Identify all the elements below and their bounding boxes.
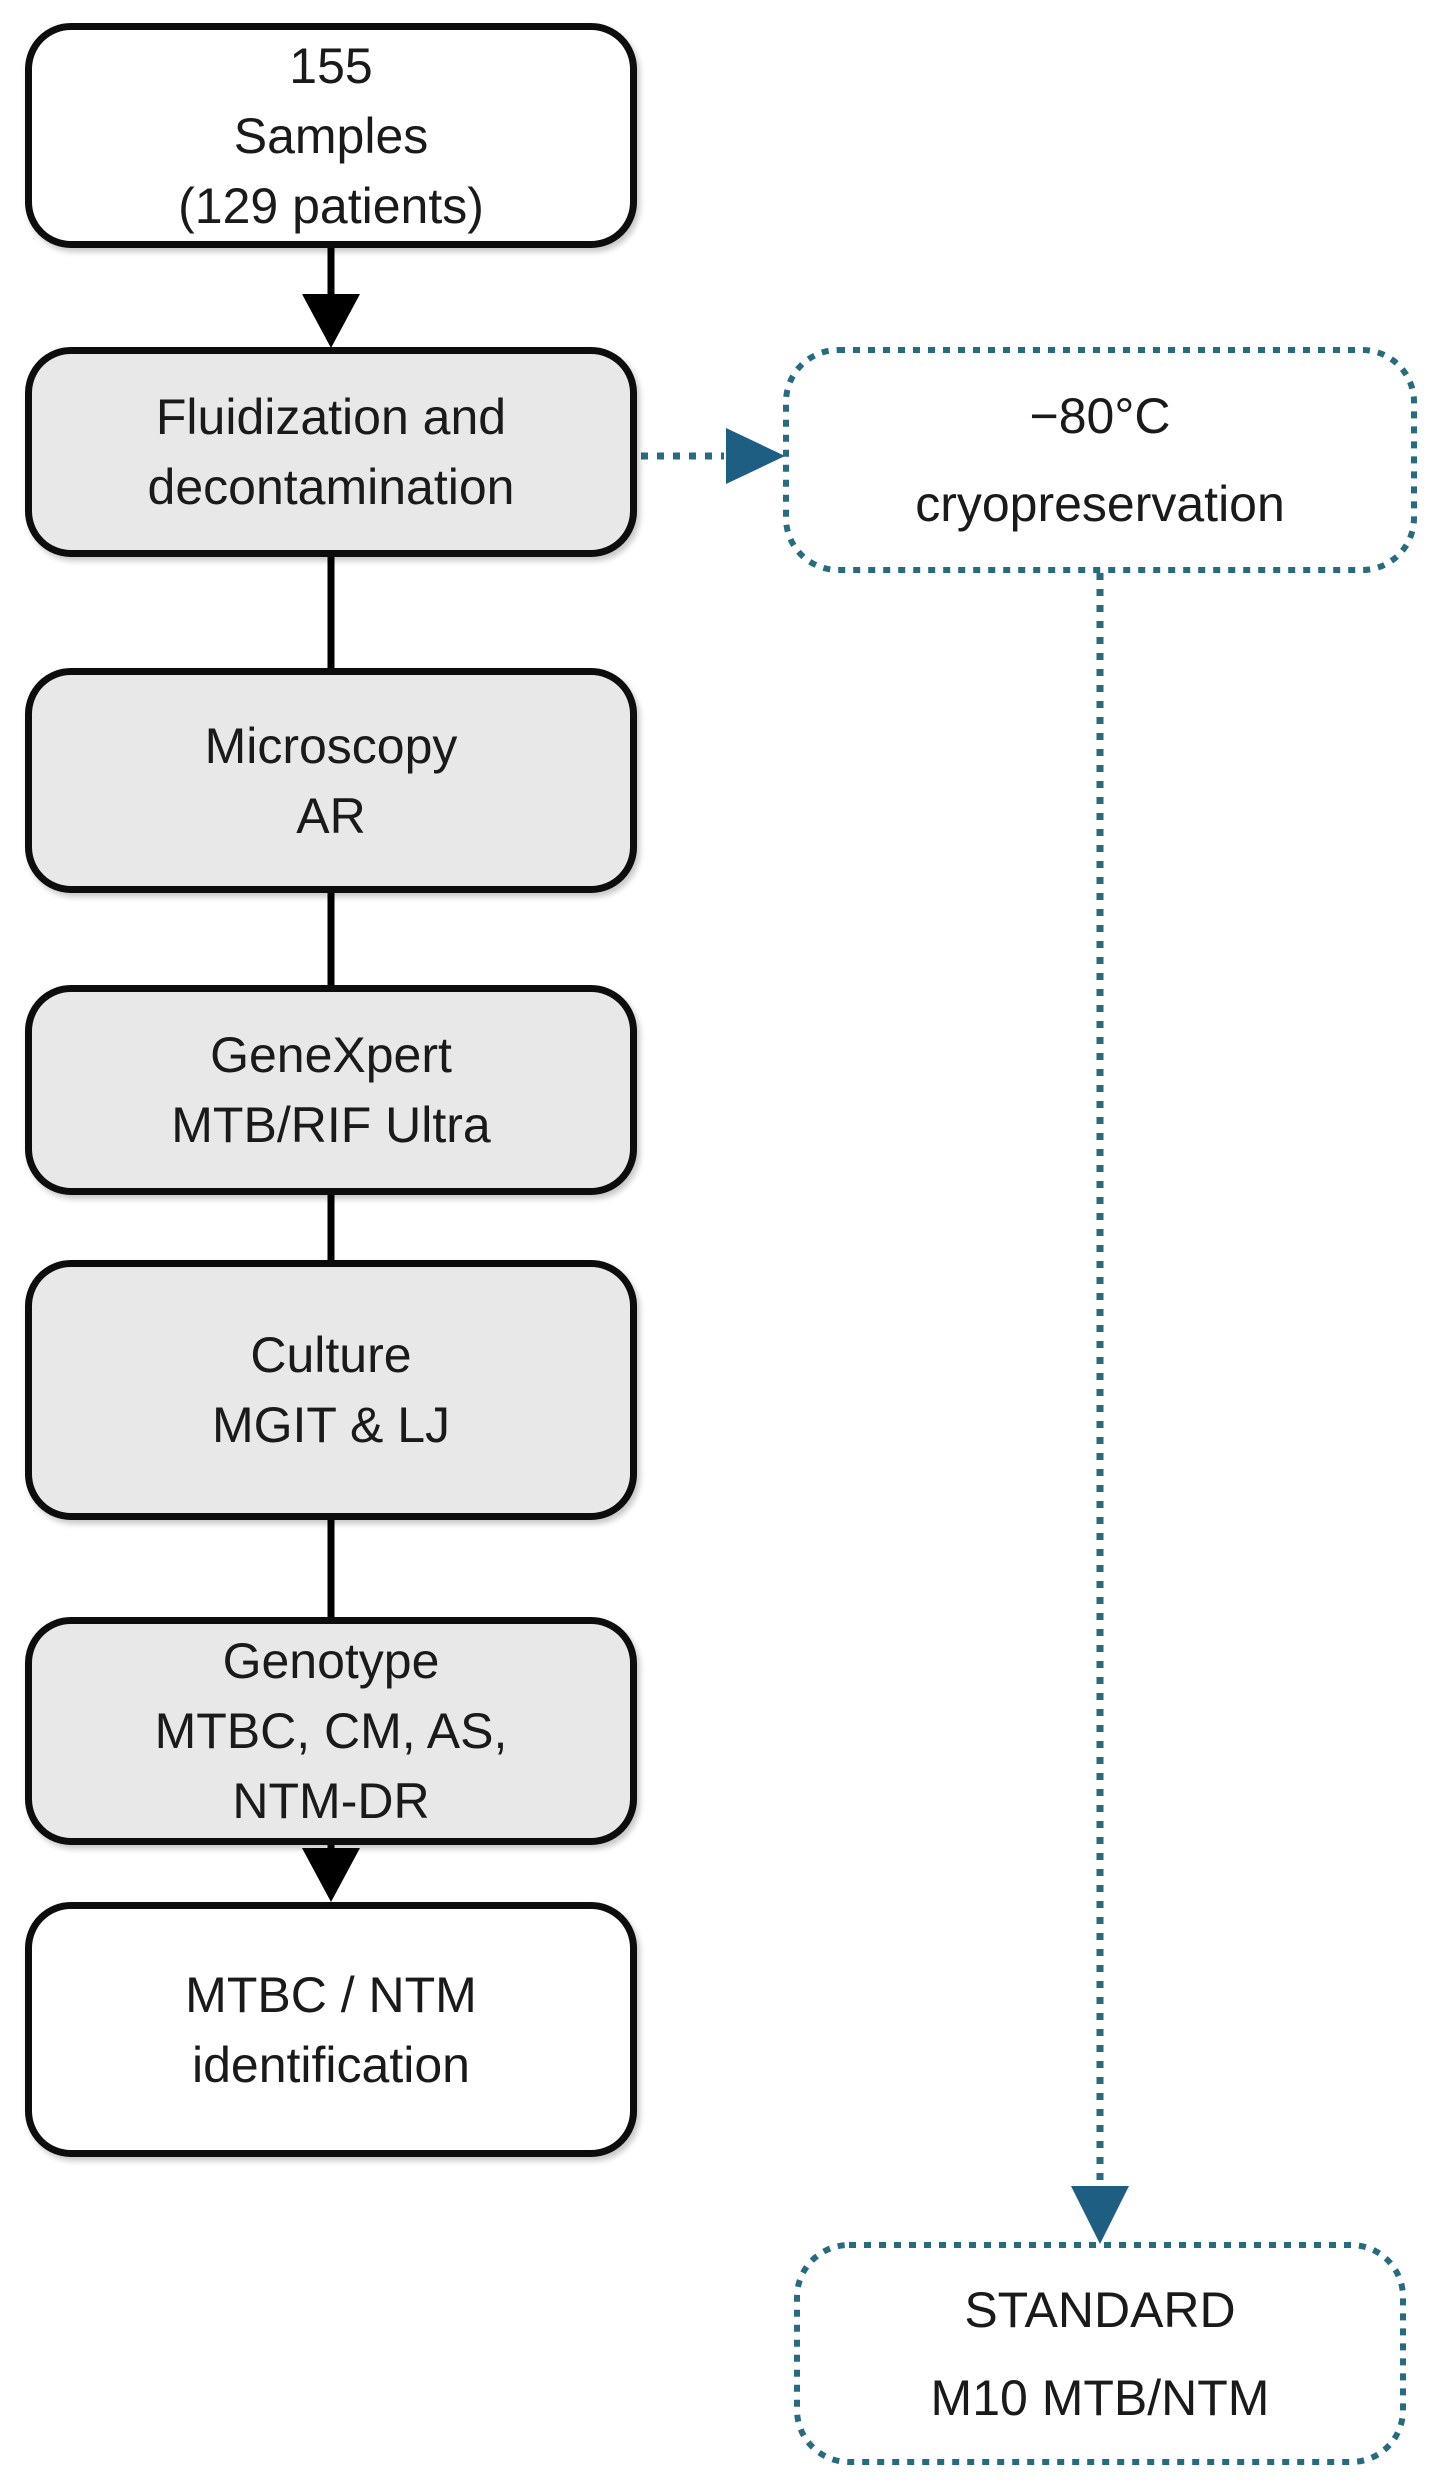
- node-microscopy: Microscopy AR: [25, 668, 637, 893]
- node-standard-label: STANDARD M10 MTB/NTM: [930, 2281, 1270, 2426]
- node-samples-label: 155 Samples (129 patients): [178, 37, 484, 234]
- node-samples: 155 Samples (129 patients): [25, 23, 637, 248]
- node-cryopreservation-outline: [783, 347, 1417, 573]
- node-standard-outline: [794, 2242, 1406, 2465]
- node-genexpert: GeneXpert MTB/RIF Ultra: [25, 985, 637, 1195]
- arrowhead-right-icon: [726, 428, 785, 484]
- arrowhead-down-icon: [302, 1848, 360, 1902]
- node-cryopreservation: −80°C cryopreservation: [786, 350, 1414, 570]
- node-fluidization: Fluidization and decontamination: [25, 347, 637, 557]
- node-culture-label: Culture MGIT & LJ: [211, 1327, 450, 1453]
- node-identification: MTBC / NTM identification: [25, 1902, 637, 2157]
- node-cryopreservation-label: −80°C cryopreservation: [915, 388, 1285, 532]
- arrowhead-down-icon: [302, 294, 360, 348]
- node-genexpert-label: GeneXpert MTB/RIF Ultra: [171, 1027, 491, 1153]
- node-microscopy-label: Microscopy AR: [204, 717, 458, 844]
- node-culture: Culture MGIT & LJ: [25, 1260, 637, 1520]
- node-standard: STANDARD M10 MTB/NTM: [797, 2245, 1403, 2462]
- node-genotype: Genotype MTBC, CM, AS, NTM-DR: [25, 1617, 637, 1845]
- node-genotype-label: Genotype MTBC, CM, AS, NTM-DR: [154, 1633, 508, 1829]
- node-fluidization-label: Fluidization and decontamination: [147, 389, 515, 515]
- node-identification-label: MTBC / NTM identification: [185, 1966, 477, 2093]
- arrowhead-down-icon: [1071, 2186, 1129, 2244]
